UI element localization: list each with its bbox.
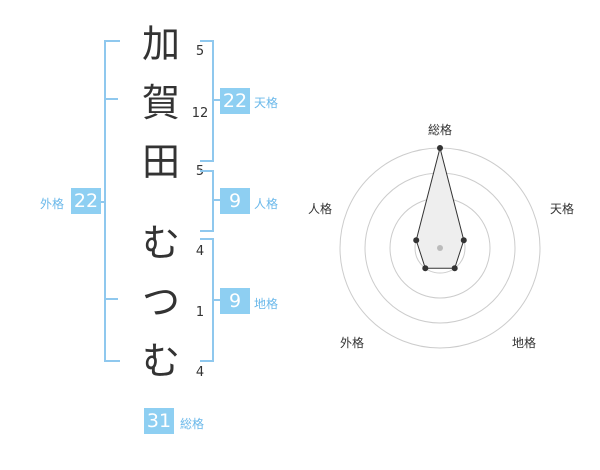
stroke-count-5: 1: [195, 305, 205, 320]
tenkaku-value: 22: [220, 88, 250, 114]
name-char-2: 賀: [141, 81, 180, 125]
gaikaku-tick: [106, 298, 118, 300]
stroke-count-6: 4: [195, 365, 205, 380]
jinkaku-label: 人格: [254, 197, 279, 211]
radar-point-2: [460, 237, 467, 244]
stroke-count-4: 4: [195, 244, 205, 259]
radar-label-chikaku: 地格: [511, 336, 536, 350]
radar-center: [437, 245, 443, 251]
gaikaku-tick: [106, 98, 118, 100]
radar-label-gaikaku: 外格: [339, 336, 364, 350]
radar-label-jinkaku: 人格: [307, 202, 332, 216]
name-char-1: 加: [141, 22, 180, 66]
tenkaku-bracket: [200, 40, 214, 162]
soukaku-value: 31: [144, 408, 174, 434]
chikaku-label: 地格: [254, 297, 279, 311]
chikaku-connector: [212, 299, 222, 301]
jinkaku-connector: [212, 199, 222, 201]
name-char-3: 田: [141, 140, 180, 184]
radar-label-tenkaku: 天格: [549, 202, 574, 216]
gaikaku-label: 外格: [40, 197, 65, 211]
tenkaku-label: 天格: [254, 96, 279, 110]
stroke-count-1: 5: [195, 44, 205, 59]
radar-point-1: [437, 145, 443, 151]
radar-point-4: [422, 265, 429, 272]
gaikaku-value: 22: [71, 188, 101, 214]
radar-point-3: [451, 265, 458, 272]
name-char-6: む: [141, 339, 180, 383]
radar-polygon: [415, 147, 465, 269]
chikaku-value: 9: [220, 288, 250, 314]
name-char-5: つ: [141, 280, 180, 324]
name-char-4: む: [141, 221, 180, 265]
soukaku-label: 総格: [180, 417, 205, 431]
tenkaku-connector: [212, 99, 222, 101]
stroke-count-2: 12: [191, 106, 209, 121]
jinkaku-bracket: [200, 170, 214, 232]
radar-point-5: [413, 237, 420, 244]
jinkaku-value: 9: [220, 188, 250, 214]
radar-label-soukaku: 総格: [427, 123, 452, 137]
